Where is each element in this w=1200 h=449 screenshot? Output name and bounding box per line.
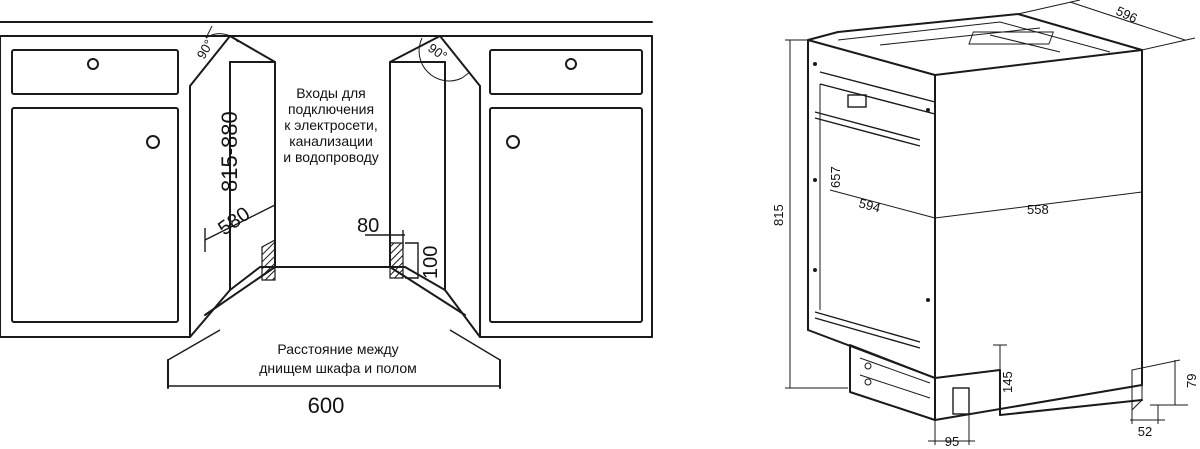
notch-height-label: 100	[420, 246, 442, 279]
cabinet-height-label: 815-880	[217, 111, 242, 192]
door-knob	[506, 135, 520, 149]
gap-note: Расстояние между днищем шкафа и полом	[259, 341, 417, 376]
width-label: 594	[857, 195, 882, 215]
left-notch-hatch	[261, 238, 276, 281]
plinth-height-dim: 145	[993, 344, 1015, 415]
kick-depth-label: 52	[1138, 424, 1152, 439]
drawer-knob	[565, 58, 577, 70]
foot	[952, 387, 970, 415]
countertop	[0, 21, 653, 37]
depth-dim: 558	[934, 191, 1143, 219]
width-dim: 594	[829, 189, 936, 219]
door-knob	[146, 135, 160, 149]
notch-height-dim: 100	[405, 242, 442, 279]
connections-note-line: и водопроводу	[283, 149, 379, 165]
panel-height-label: 657	[828, 166, 843, 188]
right-cabinet	[439, 35, 653, 338]
top-depth-dim: 596	[1017, 0, 1196, 51]
dishwasher-body	[807, 13, 1143, 421]
dishwasher-plinth	[849, 344, 1001, 421]
connections-note: Входы для подключения к электросети, кан…	[283, 85, 379, 165]
opening-width-label: 600	[308, 393, 345, 418]
control-display	[847, 94, 867, 108]
connections-note-line: подключения	[288, 101, 374, 117]
connections-note-line: Входы для	[296, 85, 366, 101]
left-cabinet	[0, 35, 231, 338]
depth-dimension: 580	[204, 203, 276, 252]
notch-width-label: 80	[357, 215, 379, 237]
connections-note-line: к электросети,	[284, 117, 378, 133]
height-label: 815	[771, 204, 786, 226]
foot-offset-dim: 95	[928, 414, 975, 449]
opening-width-dim: 600	[167, 329, 501, 418]
connections-note-line: канализации	[289, 133, 373, 149]
kick-profile: 79 52	[999, 359, 1199, 439]
niche-opening	[204, 35, 466, 316]
height-dim: 815	[771, 39, 848, 389]
cabinet-depth-label: 580	[214, 203, 254, 240]
depth-label: 558	[1027, 202, 1049, 217]
panel-height-dim: 657	[819, 84, 843, 310]
kick-height-label: 79	[1184, 374, 1199, 388]
gap-note-line: Расстояние между	[277, 341, 398, 357]
angle-left: 90°	[194, 25, 239, 62]
top-depth-label: 596	[1114, 3, 1140, 26]
right-notch-hatch	[389, 242, 404, 279]
gap-note-line: днищем шкафа и полом	[259, 360, 417, 376]
plinth-height-label: 145	[1000, 371, 1015, 393]
foot-offset-label: 95	[945, 434, 959, 449]
drawer-knob	[87, 58, 99, 70]
notch-width-dim: 80	[357, 215, 405, 248]
